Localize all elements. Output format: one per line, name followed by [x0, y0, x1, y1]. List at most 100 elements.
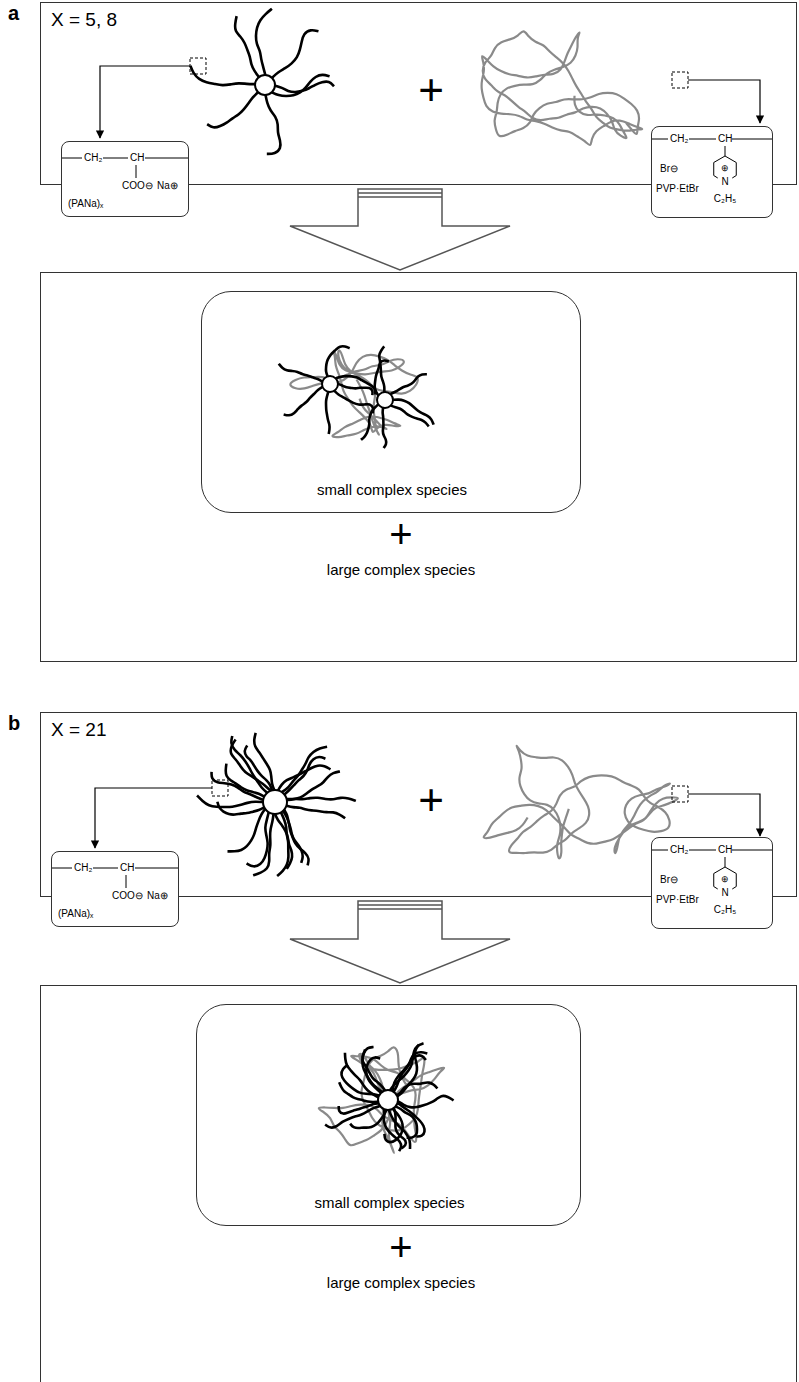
chemical-label: Na⊕	[147, 890, 168, 902]
polymer-arm	[272, 30, 318, 78]
polymer-arm	[350, 1110, 386, 1128]
polymer-arm	[384, 1109, 401, 1151]
polymer-arm	[287, 798, 356, 801]
detail-marker	[672, 786, 688, 802]
bond	[714, 867, 725, 874]
chemical-label: CH	[130, 152, 144, 164]
bond	[732, 887, 736, 890]
bond	[52, 868, 72, 869]
chemical-label: CH₂	[84, 152, 102, 164]
chemical-label: COO⊖	[122, 180, 153, 192]
polymer-arm	[336, 376, 376, 394]
polymer-arm	[284, 757, 325, 794]
complex-box: small complex species	[196, 1004, 581, 1226]
chemical-label: Br⊖	[660, 874, 678, 886]
polymer-arm	[379, 346, 384, 392]
arrow-cap-line	[358, 192, 442, 194]
polymer-arm	[326, 346, 350, 376]
chemical-label: PVP·EtBr	[656, 183, 699, 195]
polymer-arm	[275, 814, 292, 869]
polymer-arm	[394, 1052, 428, 1091]
polymer-arm	[254, 733, 274, 790]
linear-polymer-coil	[319, 1047, 444, 1153]
detail-marker	[190, 58, 206, 74]
bond	[732, 176, 736, 179]
structure-box: CH₂CHCOO⊖Na⊕(PANa)ₓ	[61, 141, 189, 217]
polymer-arm	[334, 391, 373, 414]
bond	[689, 139, 716, 140]
polymer-arm	[362, 1047, 382, 1092]
bond	[126, 875, 127, 888]
plus-sign: +	[418, 65, 444, 116]
detail-marker	[672, 72, 688, 88]
bond	[713, 874, 714, 887]
arrow-cap-line	[358, 908, 442, 910]
bond	[93, 868, 118, 869]
arrow-outline	[290, 901, 510, 983]
bond	[145, 158, 188, 159]
polymer-arm	[278, 766, 330, 791]
panel-letter: b	[8, 712, 20, 735]
polymer-arm	[362, 1050, 385, 1091]
star-core	[377, 392, 393, 408]
bond	[103, 158, 128, 159]
polymer-arm	[284, 387, 323, 415]
chemical-label: COO⊖	[112, 890, 143, 902]
chemical-label: PVP·EtBr	[656, 894, 699, 906]
leader-line	[95, 788, 212, 848]
linear-polymer-coil	[290, 350, 417, 437]
polymer-arm	[279, 364, 323, 382]
process-arrow	[290, 901, 510, 983]
chemical-label: C₂H₅	[714, 193, 736, 205]
species-label: large complex species	[327, 561, 475, 578]
bond	[725, 156, 736, 163]
bond	[725, 857, 726, 867]
bond	[689, 850, 716, 851]
polymer-arm	[286, 806, 345, 819]
product-panel: +large complex speciessmall complex spec…	[40, 272, 797, 662]
input-panel: X = 5, 8+CH₂CHCOO⊖Na⊕(PANa)ₓCH₂CH⊕Br⊖NC₂…	[40, 2, 797, 185]
chemical-label: (PANa)ₓ	[58, 908, 93, 920]
input-panel: X = 21+CH₂CHCOO⊖Na⊕(PANa)ₓCH₂CH⊕Br⊖NC₂H₅…	[40, 712, 797, 897]
polymer-arm	[361, 404, 378, 439]
polymer-arm	[256, 9, 272, 75]
polymer-arm	[231, 740, 271, 791]
polymer-arm	[390, 374, 426, 394]
chemical-label: CH₂	[670, 133, 688, 145]
chemical-label: CH	[718, 133, 732, 145]
linear-polymer-coil	[484, 746, 678, 859]
species-label: large complex species	[327, 1274, 475, 1291]
plus-sign: +	[418, 775, 444, 826]
arm-count-label: X = 21	[51, 719, 106, 741]
bond	[736, 874, 737, 887]
polymer-arm	[397, 1045, 419, 1097]
chemical-label: (PANa)ₓ	[68, 198, 103, 210]
chemical-label: ⊕	[721, 163, 729, 173]
leader-line	[100, 66, 190, 138]
bond	[652, 139, 668, 140]
chemical-label: N	[721, 887, 728, 899]
arm-count-label: X = 5, 8	[51, 9, 117, 31]
bond	[714, 156, 725, 163]
polymer-arm	[398, 1096, 454, 1108]
bond	[714, 887, 718, 890]
bond	[732, 139, 772, 140]
polymer-arm	[326, 392, 330, 434]
arrow-outline	[290, 189, 510, 270]
plus-sign: +	[389, 511, 412, 557]
polymer-arm	[339, 1103, 379, 1113]
chemical-label: CH₂	[670, 844, 688, 856]
structure-box: CH₂CH⊕Br⊖NC₂H₅PVP·EtBr	[651, 837, 773, 929]
bond	[713, 163, 714, 176]
polymer-arm	[272, 75, 330, 96]
bond	[135, 868, 178, 869]
polymer-arm	[338, 384, 373, 395]
panel-letter: a	[8, 2, 19, 25]
chemical-label: Br⊖	[660, 163, 678, 175]
chemical-label: CH₂	[74, 862, 92, 874]
star-core	[378, 1090, 398, 1110]
polymer-arm	[235, 16, 259, 77]
polymer-arm	[325, 1106, 380, 1127]
polymer-arm	[207, 92, 258, 127]
polymer-arm	[266, 95, 281, 154]
